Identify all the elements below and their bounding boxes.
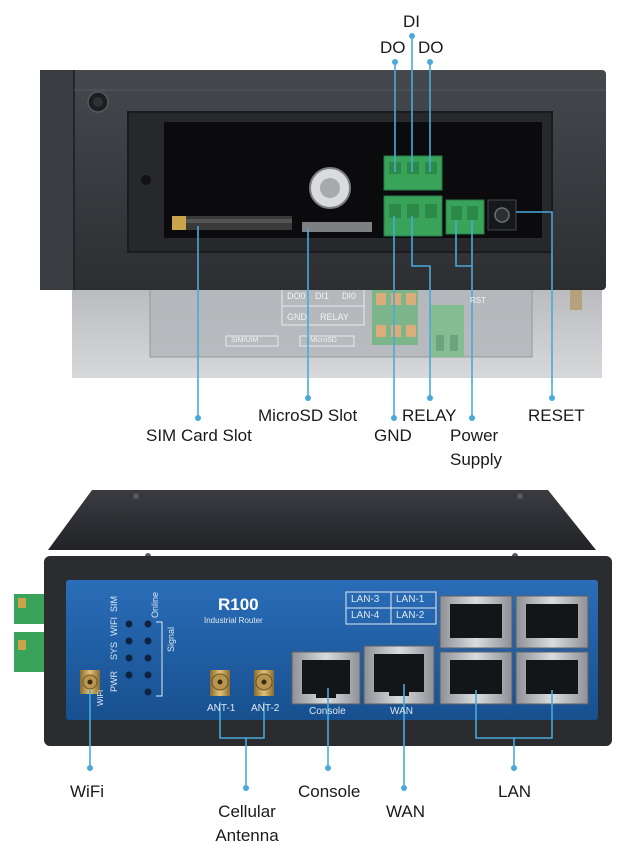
- led-indicators: [125, 620, 152, 696]
- model-name: R100: [218, 595, 259, 614]
- led-1: [125, 620, 133, 628]
- top-callout-lines: [195, 33, 555, 421]
- lan-grid-lan2: LAN-2: [396, 610, 425, 621]
- front-view: [14, 490, 612, 791]
- label-relay: RELAY: [402, 406, 457, 425]
- lan-port-3: [439, 595, 513, 649]
- led-5: [144, 620, 152, 628]
- led-9: [144, 688, 152, 696]
- wifi-antenna-connector: [80, 670, 100, 694]
- ghost-antenna-connector: [570, 290, 582, 310]
- ghost-microsd: MicroSD: [310, 337, 337, 344]
- lan-port-1: [515, 595, 589, 649]
- front-callout-lines: [87, 684, 553, 791]
- ghost-relay: RELAY: [320, 312, 349, 322]
- port-label-wan: WAN: [390, 706, 413, 717]
- led-label-sys: SYS: [109, 641, 119, 660]
- label-di: DI: [403, 12, 420, 31]
- wan-port: [363, 645, 435, 705]
- led-6: [144, 637, 152, 645]
- label-sim-card-slot: SIM Card Slot: [146, 426, 252, 445]
- label-console: Console: [298, 782, 361, 801]
- lan-ports: [439, 595, 589, 705]
- led-label-wifi: WIFI: [109, 617, 119, 636]
- ghost-rst: RST: [470, 296, 486, 305]
- ghost-gnd: GND: [287, 312, 307, 322]
- led-3: [125, 654, 133, 662]
- ghost-di0: DI0: [342, 291, 357, 301]
- top-view: [40, 33, 606, 421]
- label-microsd-slot: MicroSD Slot: [258, 406, 358, 425]
- terminal-block-top: [383, 155, 443, 191]
- port-label-wifi: WiFi: [96, 690, 105, 706]
- ghost-microsd-box: [299, 335, 355, 347]
- led-2: [125, 637, 133, 645]
- ant2-connector: [254, 670, 274, 696]
- led-7: [144, 654, 152, 662]
- lan-grid-lan4: LAN-4: [351, 610, 380, 621]
- port-label-ant1: ANT-1: [207, 703, 236, 714]
- label-power: Power: [450, 426, 499, 445]
- ghost-di1: DI1: [315, 291, 330, 301]
- ant1-connector: [210, 670, 230, 696]
- label-cellular: Cellular: [218, 802, 276, 821]
- lid-screw-left: [141, 175, 151, 185]
- led-label-sim: SIM: [109, 595, 119, 612]
- signal-bracket: [156, 621, 163, 697]
- lan-grid-lan3: LAN-3: [351, 594, 380, 605]
- power-terminal: [445, 199, 485, 235]
- label-gnd: GND: [374, 426, 412, 445]
- label-supply: Supply: [450, 450, 502, 469]
- label-lan: LAN: [498, 782, 532, 801]
- front-chassis-top: [48, 490, 596, 550]
- label-wifi: WiFi: [70, 782, 104, 801]
- led-label-signal: Signal: [166, 626, 176, 652]
- port-label-console: Console: [309, 706, 346, 717]
- label-do-left: DO: [380, 38, 406, 57]
- microsd-slot-part: [302, 222, 372, 232]
- ghost-sim-box: [225, 335, 279, 347]
- label-wan: WAN: [386, 802, 426, 821]
- ghost-faceplate: [149, 284, 533, 358]
- label-reset: RESET: [528, 406, 585, 425]
- label-antenna: Antenna: [215, 826, 279, 845]
- console-port: [291, 651, 361, 705]
- port-label-ant2: ANT-2: [251, 703, 280, 714]
- lan-grid-lan1: LAN-1: [396, 594, 425, 605]
- terminal-block-bottom: [383, 195, 443, 237]
- led-4: [125, 671, 133, 679]
- chassis-left-flange: [40, 70, 74, 290]
- ghost-terminals: [372, 289, 464, 357]
- label-do-right: DO: [418, 38, 444, 57]
- model-subtitle: Industrial Router: [204, 616, 263, 625]
- led-label-pwr: PWR: [109, 671, 119, 692]
- ghost-do0: DO0: [287, 291, 306, 301]
- lan-port-4: [439, 651, 513, 705]
- lan-label-grid: [345, 591, 437, 625]
- led-8: [144, 671, 152, 679]
- ghost-sim-uim: SIM/UIM: [231, 337, 259, 344]
- side-terminal-lower: [14, 632, 44, 672]
- led-label-online: Online: [150, 591, 160, 618]
